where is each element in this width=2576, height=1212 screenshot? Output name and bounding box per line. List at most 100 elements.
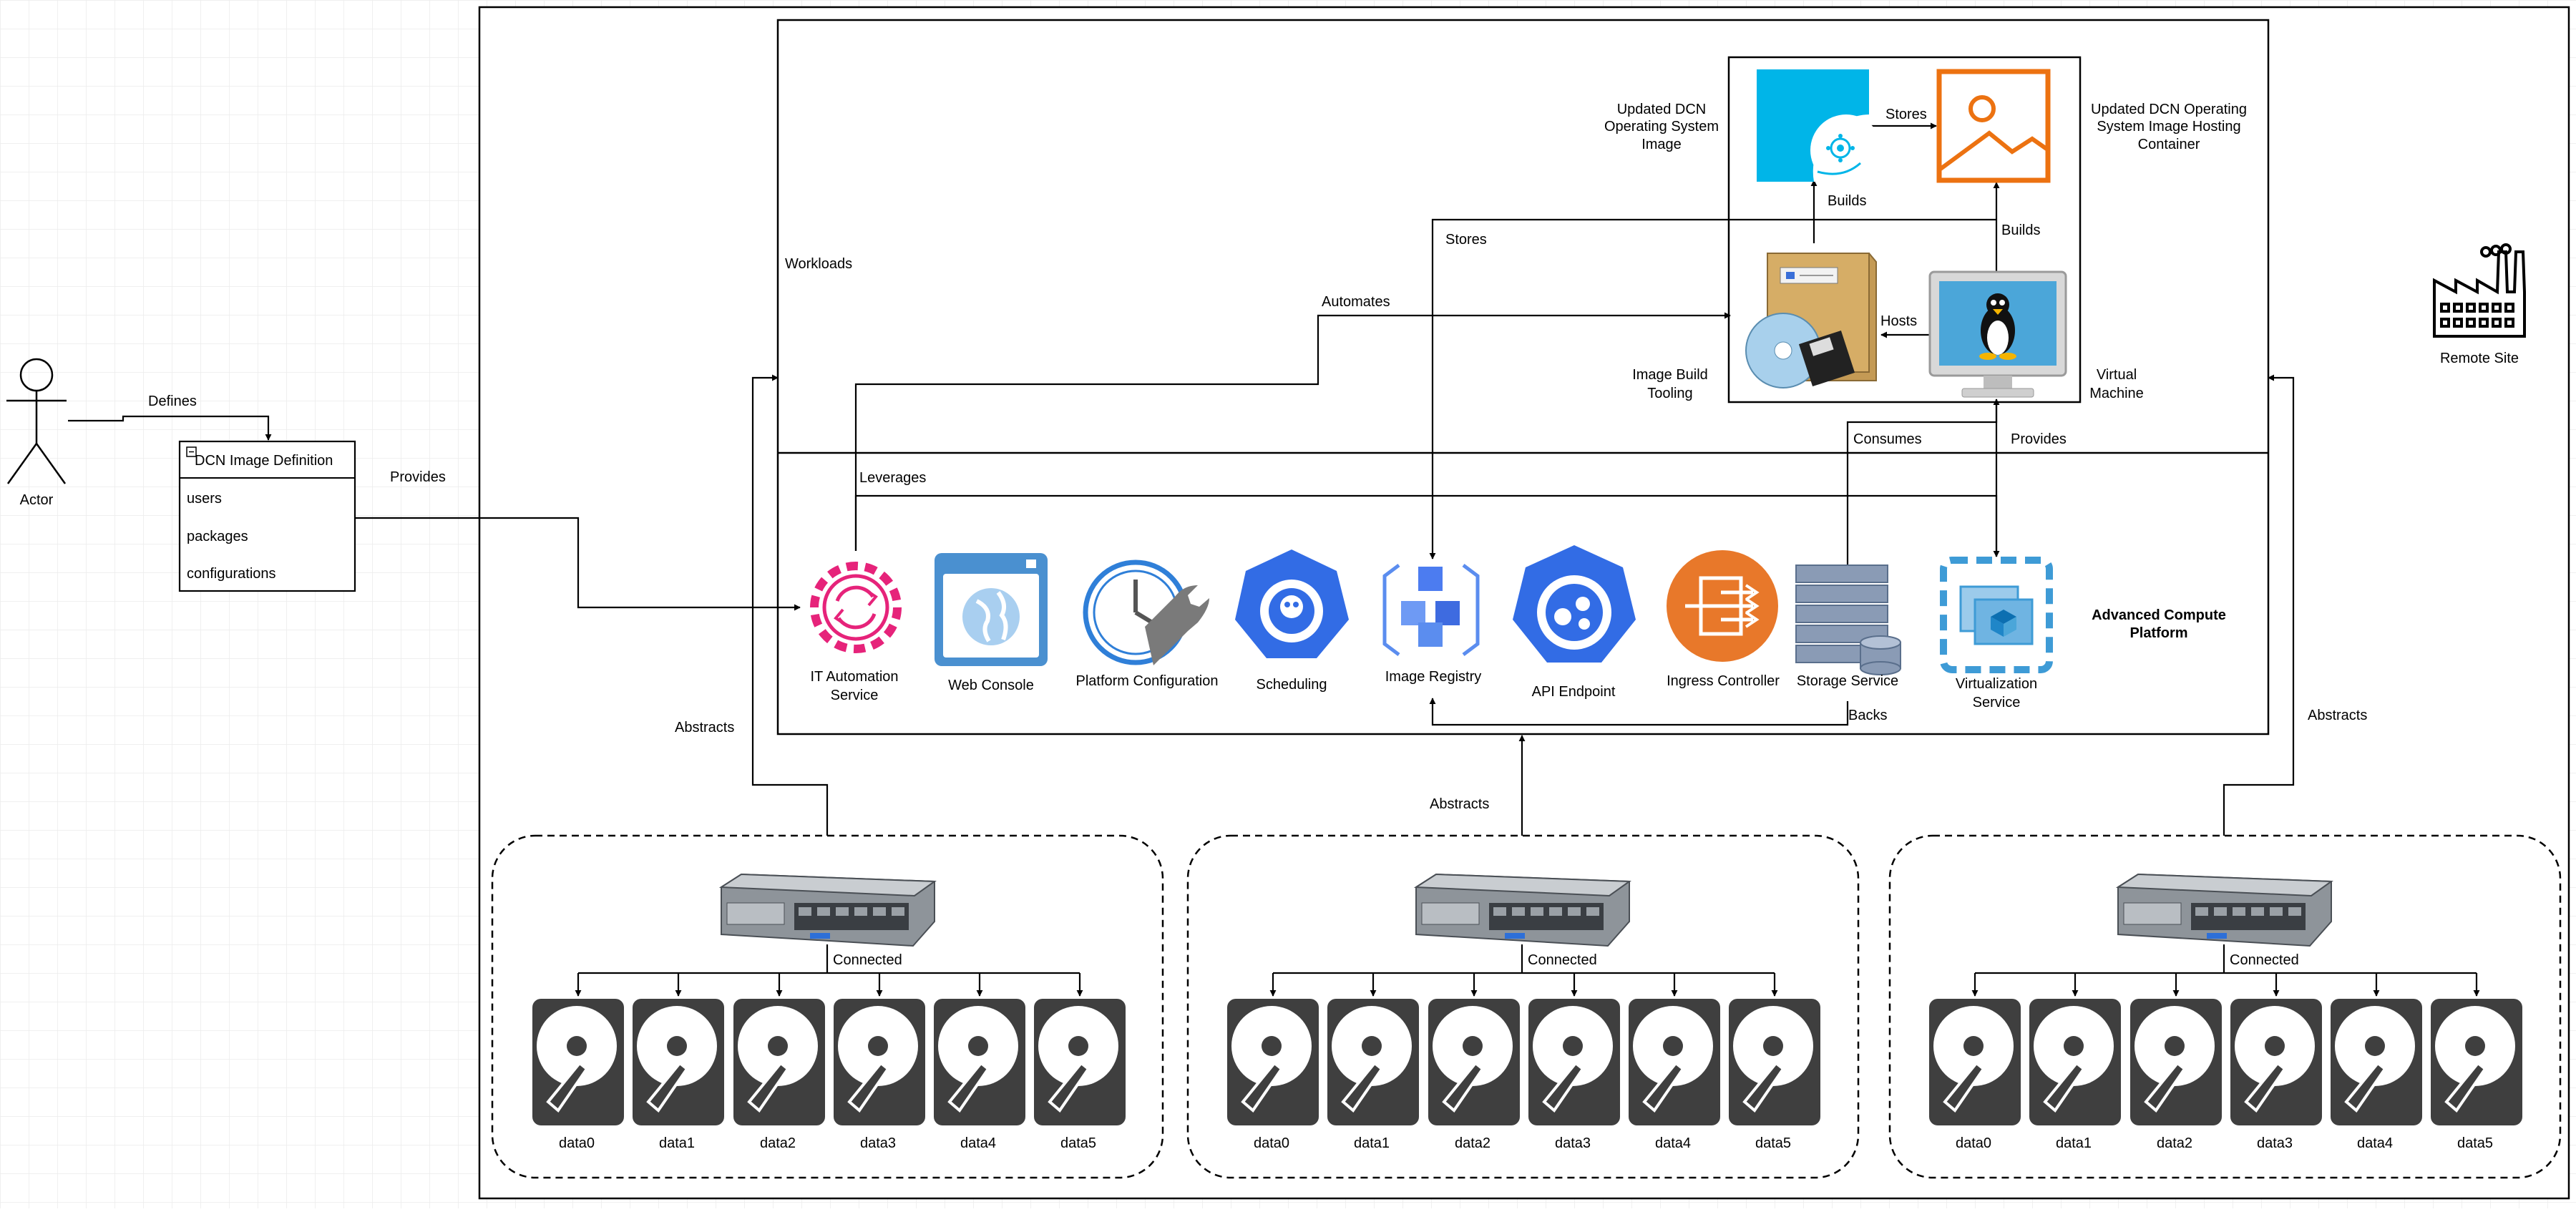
hard-disk-icon[interactable] [834,999,925,1125]
disk-label: data0 [559,1135,595,1151]
edge-label-defines: Defines [148,394,197,409]
cubes-icon [1382,564,1400,656]
server-icon[interactable] [1413,873,1631,947]
hard-disk-icon[interactable] [2431,999,2522,1125]
service-label-ingress-controller: Ingress Controller [1667,673,1780,689]
definition-field-users: users [187,491,222,507]
edge-label-abstracts-left: Abstracts [675,720,734,735]
service-storage[interactable] [1795,565,1901,675]
service-label-image-registry: Image Registry [1385,669,1482,685]
dcn-image-definition[interactable]: DCN Image Definition users packages conf… [178,440,356,592]
server-icon[interactable] [2115,873,2333,947]
os-image-label-1: Updated DCN [1617,102,1707,117]
hard-disk-icon[interactable] [733,999,825,1125]
hard-disk-icon[interactable] [2029,999,2121,1125]
remote-site-label: Remote Site [2440,351,2519,366]
edge-stores-registry[interactable] [1429,218,1996,559]
server-icon[interactable] [718,873,937,947]
service-image-registry[interactable] [1382,564,1480,656]
service-virtualization[interactable] [1940,557,2053,673]
connected-label: Connected [833,952,902,968]
hard-disk-icon[interactable] [1227,999,1319,1125]
factory-icon[interactable] [2433,243,2526,338]
connector-group [68,122,2295,836]
virtualization-icon [1940,557,2053,673]
gear-sync-icon [810,562,902,653]
hard-disk-icon[interactable] [1428,999,1520,1125]
image-build-tooling-icon[interactable] [1745,253,1877,388]
service-platform-configuration[interactable] [1083,559,1209,665]
edge-backs[interactable] [1429,698,1849,726]
storage-stack-icon [1795,565,1901,675]
hard-disk-icon[interactable] [1034,999,1126,1125]
connected-label: Connected [1528,952,1597,968]
hard-disk-icon[interactable] [532,999,624,1125]
actor-icon[interactable] [6,358,67,484]
workloads-label: Workloads [785,256,852,272]
container-label-2: System Image Hosting [2097,119,2240,135]
service-label-virtualization-1: Virtualization [1956,676,2037,692]
service-label-platform-configuration: Platform Configuration [1076,673,1219,689]
os-image-label-2: Operating System [1604,119,1719,135]
hard-disk-icon[interactable] [1528,999,1620,1125]
disk-label: data1 [659,1135,695,1151]
image-container-icon[interactable] [1936,69,2051,183]
actor-label: Actor [20,492,54,508]
tooling-label-1: Image Build [1632,367,1708,383]
hard-disk-icon[interactable] [934,999,1025,1125]
edge-provides-left[interactable] [356,517,801,611]
service-label-scheduling: Scheduling [1257,677,1327,693]
os-image-label-3: Image [1641,137,1682,152]
edge-abstracts-left[interactable] [751,374,829,836]
hard-disk-icon[interactable] [1929,999,2021,1125]
edge-label-abstracts-center: Abstracts [1430,796,1489,812]
service-web-console[interactable] [935,553,1048,666]
disk-label: data5 [1060,1135,1096,1151]
service-it-automation[interactable] [810,562,902,653]
hard-disk-icon[interactable] [633,999,724,1125]
hard-disk-icon[interactable] [1327,999,1419,1125]
virtual-machine-icon[interactable] [1928,270,2067,398]
service-api-endpoint[interactable] [1513,545,1636,663]
edge-label-automates: Automates [1322,294,1390,310]
edge-label-provides-left: Provides [390,469,446,485]
disk-label: data5 [2457,1135,2493,1151]
container-label-1: Updated DCN Operating [2091,102,2247,117]
service-label-web-console: Web Console [948,678,1034,693]
edge-label-consumes: Consumes [1853,431,1922,447]
service-label-it-automation-2: Service [831,688,879,703]
service-label-storage: Storage Service [1797,673,1898,689]
edge-defines[interactable] [68,415,272,441]
edge-label-backs: Backs [1848,708,1887,723]
connected-label: Connected [2230,952,2299,968]
hard-disk-icon[interactable] [2331,999,2422,1125]
definition-field-packages: packages [187,529,248,544]
hard-disk-icon[interactable] [1729,999,1820,1125]
disk-label: data3 [2257,1135,2293,1151]
service-scheduling[interactable] [1235,549,1349,658]
disk-label: data2 [1455,1135,1491,1151]
edge-label-provides-right: Provides [2011,431,2067,447]
hard-disk-icon[interactable] [2230,999,2322,1125]
edge-label-stores-registry: Stores [1445,232,1487,248]
edge-label-hosts: Hosts [1880,313,1917,329]
definition-field-configurations: configurations [187,566,276,582]
disk-label: data4 [960,1135,996,1151]
edge-automates[interactable] [854,312,1731,551]
hard-disk-icon[interactable] [2130,999,2222,1125]
hard-disk-icon[interactable] [1629,999,1720,1125]
container-label-3: Container [2138,137,2200,152]
edge-abstracts-right[interactable] [2223,374,2295,836]
disk-label: data1 [1354,1135,1390,1151]
edge-label-builds-image: Builds [1828,193,1866,209]
os-image-icon[interactable] [1757,69,1882,186]
edge-label-abstracts-right: Abstracts [2308,708,2367,723]
platform-title-1: Advanced Compute [2092,607,2226,623]
service-ingress-controller[interactable] [1667,550,1778,662]
definition-title: DCN Image Definition [195,453,333,469]
